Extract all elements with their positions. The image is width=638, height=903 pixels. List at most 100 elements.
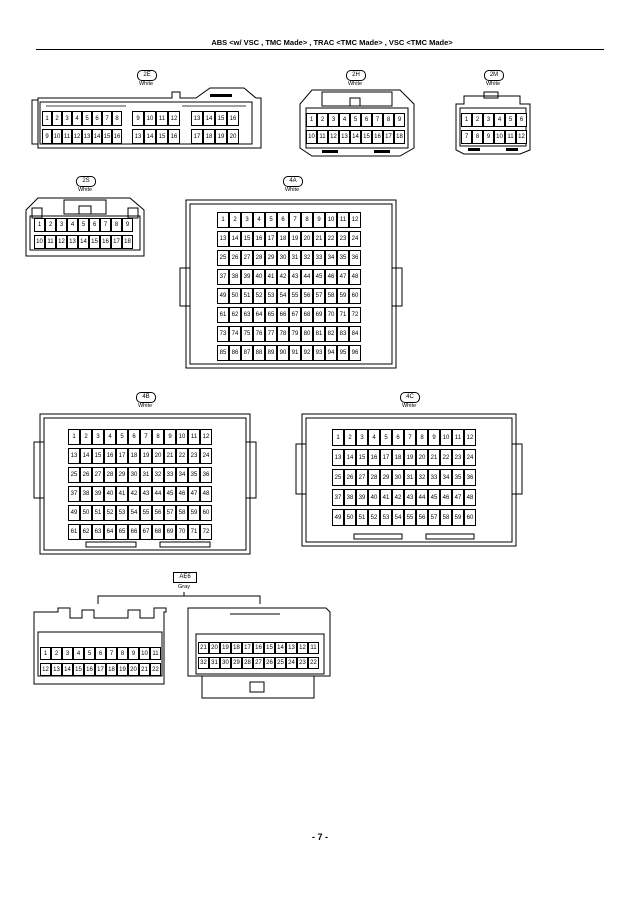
terminal-cavity: 61 (68, 524, 80, 540)
terminal-cavity: 1 (42, 111, 52, 126)
terminal-cavity: 11 (62, 129, 72, 144)
terminal-cavity: 28 (253, 250, 265, 266)
terminal-cavity: 57 (313, 288, 325, 304)
terminal-cavity: 15 (156, 129, 168, 144)
terminal-cavity: 8 (301, 212, 313, 228)
terminal-cavity: 16 (368, 449, 380, 466)
terminal-cavity: 22 (308, 657, 319, 669)
page-title: ABS <w/ VSC , TMC Made> , TRAC <TMC Made… (211, 38, 453, 47)
terminal-cavity: 21 (198, 642, 209, 654)
terminal-cavity: 34 (440, 469, 452, 486)
terminal-cavity: 85 (217, 345, 229, 361)
terminal-cavity: 48 (464, 489, 476, 506)
terminal-cavity: 24 (464, 449, 476, 466)
terminal-cavity: 17 (383, 130, 394, 144)
terminal-cavity: 5 (78, 218, 89, 232)
terminal-cavity: 2 (472, 113, 483, 127)
terminal-cavity: 33 (313, 250, 325, 266)
terminal-cavity: 20 (227, 129, 239, 144)
terminal-cavity: 27 (356, 469, 368, 486)
terminal-cavity: 78 (277, 326, 289, 342)
terminal-cavity: 12 (349, 212, 361, 228)
terminal-cavity: 6 (128, 429, 140, 445)
terminal-cavity: 18 (128, 448, 140, 464)
terminal-cavity: 1 (332, 429, 344, 446)
terminal-cavity: 17 (380, 449, 392, 466)
terminal-cavity: 10 (306, 130, 317, 144)
terminal-cavity: 15 (89, 235, 100, 249)
terminal-cavity: 58 (440, 509, 452, 526)
terminal-cavity: 4 (72, 111, 82, 126)
terminal-cavity: 7 (404, 429, 416, 446)
terminal-cavity: 68 (301, 307, 313, 323)
terminal-cavity: 56 (152, 505, 164, 521)
terminal-cavity: 13 (68, 448, 80, 464)
terminal-cavity: 13 (67, 235, 78, 249)
terminal-cavity: 46 (325, 269, 337, 285)
terminal-cavity: 41 (116, 486, 128, 502)
terminal-cavity: 94 (325, 345, 337, 361)
page-number: - 7 - (311, 832, 328, 842)
terminal-cavity: 14 (350, 130, 361, 144)
terminal-cavity: 12 (516, 130, 527, 144)
connector-code-badge: 2H (346, 70, 366, 81)
terminal-cavity: 9 (394, 113, 405, 127)
terminal-cavity: 26 (80, 467, 92, 483)
terminal-cavity: 66 (277, 307, 289, 323)
terminal-cavity: 16 (372, 130, 383, 144)
terminal-cavity: 19 (289, 231, 301, 247)
connector-2s-housing (25, 197, 145, 257)
connector-code-badge: 4C (400, 392, 420, 403)
terminal-cavity: 13 (82, 129, 92, 144)
terminal-cavity: 42 (392, 489, 404, 506)
terminal-cavity: 86 (229, 345, 241, 361)
terminal-cavity: 51 (356, 509, 368, 526)
terminal-cavity: 6 (516, 113, 527, 127)
terminal-cavity: 56 (416, 509, 428, 526)
terminal-cavity: 8 (117, 647, 128, 660)
terminal-cavity: 38 (229, 269, 241, 285)
terminal-cavity: 40 (104, 486, 116, 502)
terminal-cavity: 19 (215, 129, 227, 144)
connector-color-label: Gray (178, 584, 190, 590)
terminal-cavity: 15 (215, 111, 227, 126)
terminal-cavity: 4 (368, 429, 380, 446)
terminal-cavity: 55 (404, 509, 416, 526)
terminal-cavity: 2 (229, 212, 241, 228)
terminal-cavity: 4 (494, 113, 505, 127)
terminal-cavity: 59 (337, 288, 349, 304)
terminal-cavity: 16 (112, 129, 122, 144)
terminal-cavity: 87 (241, 345, 253, 361)
terminal-cavity: 2 (45, 218, 56, 232)
terminal-cavity: 3 (56, 218, 67, 232)
terminal-cavity: 53 (380, 509, 392, 526)
terminal-cavity: 30 (220, 657, 231, 669)
terminal-cavity: 59 (452, 509, 464, 526)
terminal-cavity: 16 (253, 231, 265, 247)
terminal-cavity: 35 (337, 250, 349, 266)
terminal-cavity: 13 (132, 129, 144, 144)
terminal-cavity: 13 (332, 449, 344, 466)
connector-code-badge: AE6 (173, 572, 197, 583)
terminal-cavity: 4 (73, 647, 84, 660)
terminal-cavity: 13 (339, 130, 350, 144)
terminal-cavity: 62 (80, 524, 92, 540)
terminal-cavity: 7 (106, 647, 117, 660)
terminal-cavity: 52 (368, 509, 380, 526)
terminal-cavity: 12 (56, 235, 67, 249)
terminal-cavity: 36 (349, 250, 361, 266)
terminal-cavity: 7 (102, 111, 112, 126)
terminal-cavity: 14 (78, 235, 89, 249)
terminal-cavity: 6 (89, 218, 100, 232)
connector-color-label: White (284, 187, 300, 193)
terminal-cavity: 1 (306, 113, 317, 127)
connector-2m-housing (455, 91, 531, 155)
terminal-cavity: 38 (344, 489, 356, 506)
terminal-cavity: 1 (40, 647, 51, 660)
terminal-cavity: 48 (349, 269, 361, 285)
terminal-cavity: 18 (203, 129, 215, 144)
terminal-cavity: 79 (289, 326, 301, 342)
connector-4c-housing (295, 413, 523, 547)
terminal-cavity: 91 (289, 345, 301, 361)
